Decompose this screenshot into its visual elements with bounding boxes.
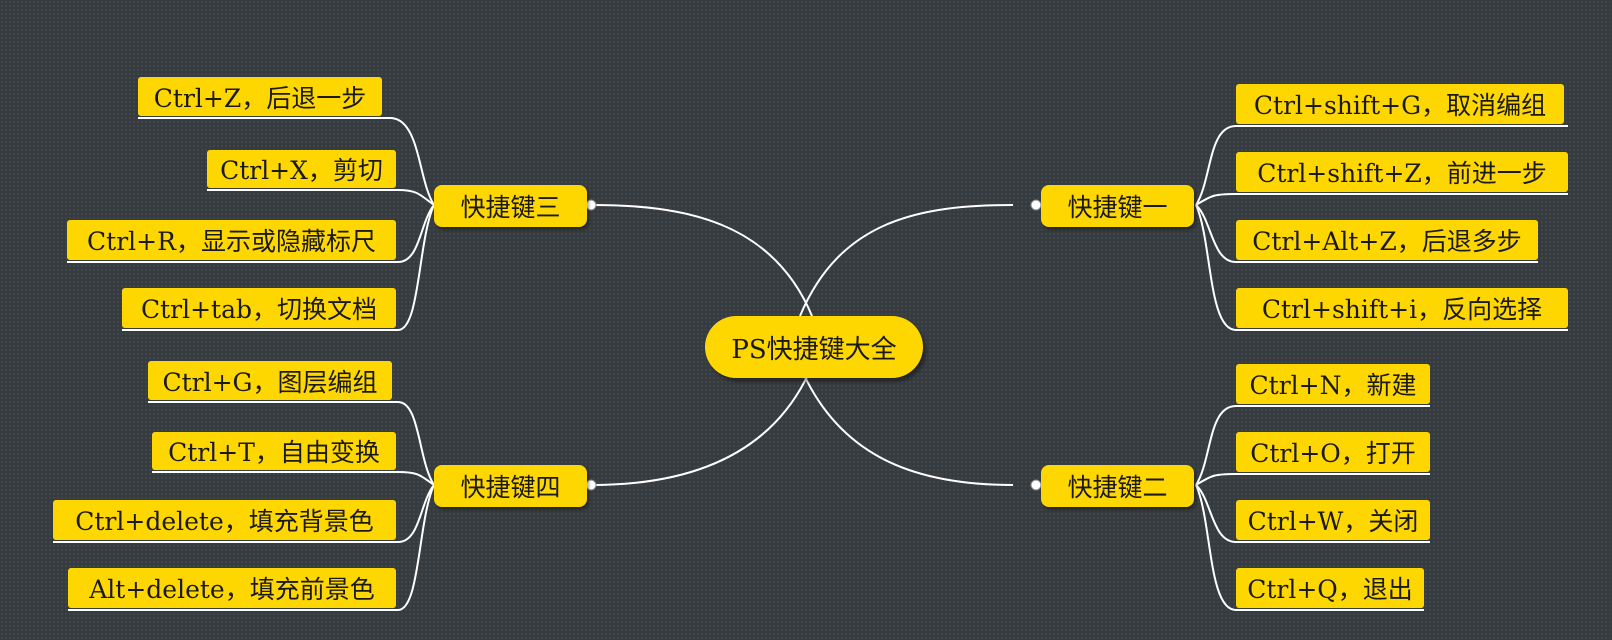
collapse-toggle-branch-2 <box>1030 479 1042 491</box>
connector-branch-1-leaf-4 <box>1195 204 1568 331</box>
leaf-branch-2-item-4[interactable]: Ctrl+Q，退出 <box>1236 568 1424 608</box>
connector-branch-2-leaf-3 <box>1195 484 1430 543</box>
branch-node-2[interactable]: 快捷键二 <box>1041 465 1194 507</box>
connector-branch-2-leaf-4 <box>1195 484 1424 611</box>
leaf-branch-4-item-2[interactable]: Ctrl+T，自由变换 <box>152 432 396 470</box>
connector-branch-1-leaf-1 <box>1195 125 1568 206</box>
connector-branch-2-leaf-1 <box>1195 405 1430 486</box>
branch-node-3[interactable]: 快捷键三 <box>434 185 587 227</box>
branch-node-1[interactable]: 快捷键一 <box>1041 185 1194 227</box>
collapse-toggle-branch-4 <box>585 479 597 491</box>
leaf-branch-2-item-3[interactable]: Ctrl+W，关闭 <box>1236 500 1430 540</box>
leaf-branch-1-item-4[interactable]: Ctrl+shift+i，反向选择 <box>1236 288 1568 328</box>
leaf-branch-2-item-1[interactable]: Ctrl+N，新建 <box>1236 364 1430 404</box>
connector-branch-3-leaf-4 <box>122 204 435 331</box>
leaf-branch-4-item-3[interactable]: Ctrl+delete，填充背景色 <box>53 500 396 540</box>
connector-branch-2-leaf-2 <box>1195 473 1430 486</box>
collapse-toggle-branch-3 <box>585 199 597 211</box>
leaf-branch-3-item-3[interactable]: Ctrl+R，显示或隐藏标尺 <box>67 220 396 260</box>
leaf-branch-1-item-1[interactable]: Ctrl+shift+G，取消编组 <box>1236 84 1564 124</box>
connector-branch-3-leaf-1 <box>138 117 435 206</box>
connector-root-branch-2 <box>799 365 1014 486</box>
connector-branch-1-leaf-2 <box>1195 193 1568 206</box>
leaf-branch-3-item-1[interactable]: Ctrl+Z，后退一步 <box>138 77 382 116</box>
leaf-branch-1-item-2[interactable]: Ctrl+shift+Z，前进一步 <box>1236 152 1568 192</box>
leaf-branch-1-item-3[interactable]: Ctrl+Alt+Z，后退多步 <box>1236 220 1538 260</box>
connector-root-branch-1 <box>799 204 1014 317</box>
connector-branch-4-leaf-3 <box>53 484 435 543</box>
connector-branch-4-leaf-4 <box>68 484 435 611</box>
connector-branch-3-leaf-2 <box>207 189 435 206</box>
connector-branch-3-leaf-3 <box>67 204 435 263</box>
leaf-branch-2-item-2[interactable]: Ctrl+O，打开 <box>1236 432 1430 472</box>
collapse-toggle-branch-1 <box>1030 199 1042 211</box>
leaf-branch-4-item-1[interactable]: Ctrl+G，图层编组 <box>148 361 392 400</box>
leaf-branch-3-item-2[interactable]: Ctrl+X，剪切 <box>207 150 396 188</box>
leaf-branch-4-item-4[interactable]: Alt+delete，填充前景色 <box>68 568 396 608</box>
leaf-branch-3-item-4[interactable]: Ctrl+tab，切换文档 <box>122 288 396 328</box>
connector-branch-4-leaf-1 <box>148 401 435 486</box>
branch-node-4[interactable]: 快捷键四 <box>434 465 587 507</box>
connector-branch-1-leaf-3 <box>1195 204 1538 263</box>
connector-branch-4-leaf-2 <box>152 471 435 486</box>
connector-root-branch-3 <box>591 204 813 317</box>
connector-root-branch-4 <box>591 365 813 486</box>
root-node[interactable]: PS快捷键大全 <box>705 316 923 378</box>
